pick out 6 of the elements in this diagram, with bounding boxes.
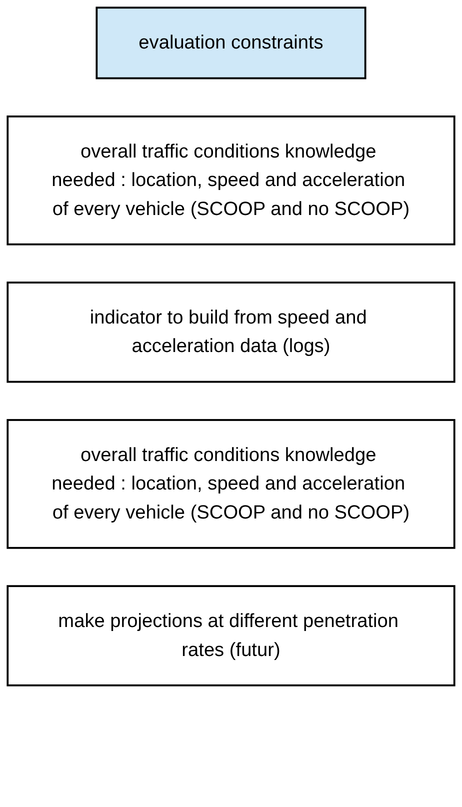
node-box xyxy=(96,6,366,80)
node-box xyxy=(6,419,456,549)
node-box xyxy=(6,585,456,686)
node-box xyxy=(6,116,456,246)
diagram: evaluation constraints overall traffic conditions knowledge needed : location, speed and acceleration of every vehicle (SCOOP and no SCOOP) indicator to build from speed and acceleration data (logs) overall traffic conditions knowledge needed : location, speed and acceleration of every vehicle (SCOOP and no SCOOP) make projections at different penetration rates (futur) xyxy=(0,0,462,693)
node-box xyxy=(6,282,456,383)
